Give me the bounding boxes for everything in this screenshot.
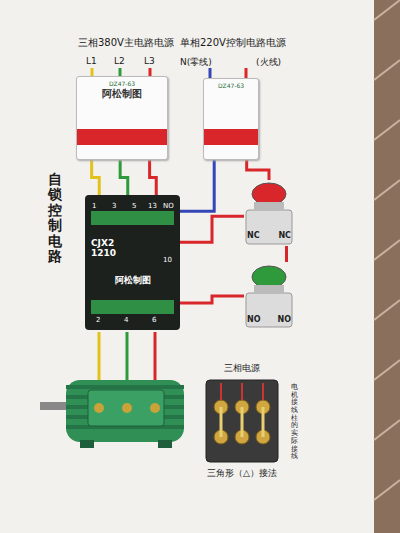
terminal-number: 2 xyxy=(96,316,100,324)
wire xyxy=(180,216,244,242)
main-breaker: DZ47-63阿松制图 xyxy=(76,76,168,160)
supply-leads xyxy=(221,383,263,400)
toggle-band xyxy=(77,129,167,145)
line-name: (火线) xyxy=(256,56,281,69)
supply-title: 单相220V控制电路电源 xyxy=(180,36,286,50)
start-button: NO NO xyxy=(244,262,294,330)
control-breaker: DZ47-63 xyxy=(203,78,259,160)
wire xyxy=(285,246,288,262)
terminal-number: 6 xyxy=(152,316,156,324)
line-name: N(零线) xyxy=(180,56,212,69)
button-collar xyxy=(254,285,284,294)
supply-title: 三相380V主电路电源 xyxy=(78,36,174,50)
button-collar xyxy=(254,202,284,211)
fabric-edge xyxy=(374,0,400,533)
wire xyxy=(180,160,214,211)
button-cap xyxy=(252,183,286,205)
phase-name: L3 xyxy=(144,56,155,66)
terminal-block xyxy=(205,379,279,463)
stop-button-text: NC xyxy=(247,231,260,240)
wire xyxy=(180,296,244,303)
toggle-band xyxy=(204,129,258,145)
terminal-number: 13 xyxy=(148,202,157,210)
button-base xyxy=(246,293,292,327)
fabric-stripes xyxy=(374,0,400,500)
contactor-stripe xyxy=(91,211,174,225)
terminal-number: 1 xyxy=(92,202,96,210)
terminal-box-text: 三相电源 xyxy=(224,362,260,375)
phase-name: L2 xyxy=(114,56,125,66)
terminal-box-text: 三角形（△）接法 xyxy=(207,467,277,480)
terminal-number: 10 xyxy=(163,256,172,264)
terminal-number: NO xyxy=(163,202,174,210)
terminal-number: 4 xyxy=(124,316,128,324)
delta-links xyxy=(221,407,263,437)
contactor-stripe xyxy=(91,300,174,314)
terminal-number: 3 xyxy=(112,202,116,210)
contactor-text: CJX2 1210 xyxy=(91,238,121,259)
terminal-box: 三相电源三角形（△）接法 xyxy=(196,362,288,482)
control-breaker-text: DZ47-63 xyxy=(218,82,244,89)
terminal-number: 5 xyxy=(132,202,136,210)
terminal-housing xyxy=(206,380,278,462)
motor xyxy=(40,380,184,448)
contactor-text: 阿松制图 xyxy=(115,274,151,287)
phase-name: L1 xyxy=(86,56,97,66)
start-button-text: NO xyxy=(278,315,292,324)
stop-button-text: NC xyxy=(278,231,291,240)
wire xyxy=(120,160,128,195)
main-breaker-text: 阿松制图 xyxy=(102,87,142,101)
wire xyxy=(92,160,100,195)
main-breaker-text: DZ47-63 xyxy=(109,80,135,87)
button-base xyxy=(246,210,292,244)
wire xyxy=(247,160,269,180)
wire xyxy=(150,160,157,195)
note: 电机接线柱的实际接线 xyxy=(291,384,298,461)
side-title: 自锁控制电路 xyxy=(48,172,62,264)
stop-button: NC NC xyxy=(244,180,294,246)
button-cap xyxy=(252,266,286,288)
start-button-text: NO xyxy=(247,315,261,324)
